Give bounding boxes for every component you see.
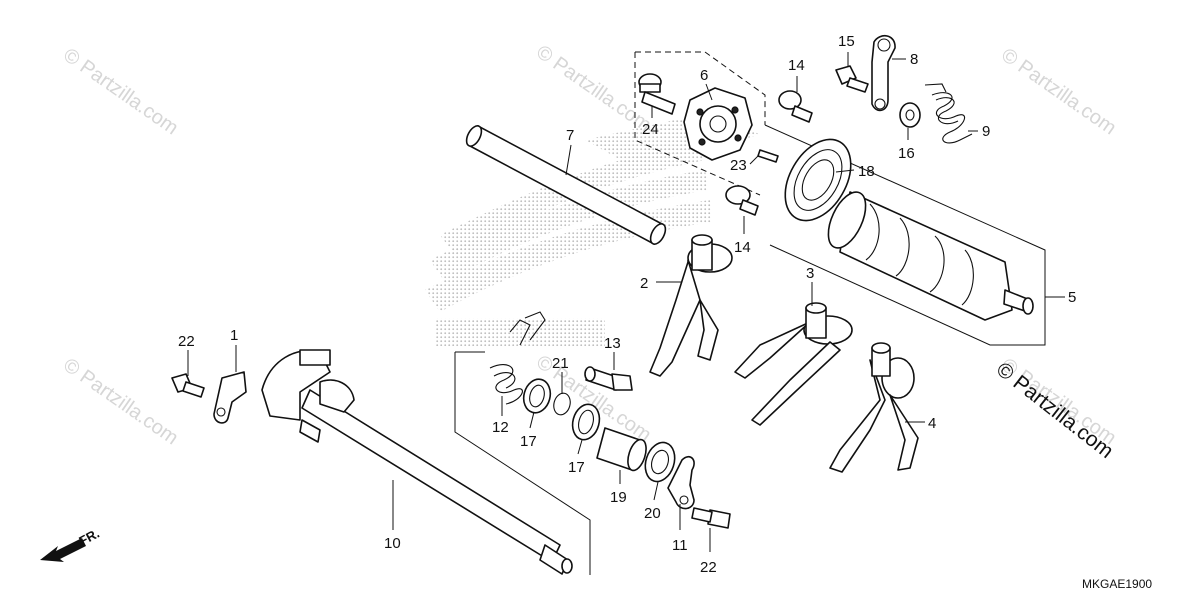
callout-23: 23 bbox=[730, 157, 747, 174]
callout-4: 4 bbox=[928, 415, 936, 432]
bolt-part-22-right bbox=[691, 507, 731, 529]
needle-bearing-part-19 bbox=[596, 427, 647, 472]
callout-3: 3 bbox=[806, 265, 814, 282]
callout-11: 11 bbox=[672, 537, 688, 554]
shift-drum-part-5 bbox=[827, 191, 1034, 321]
pin-part-23 bbox=[757, 149, 779, 163]
gearshift-spindle-part-10 bbox=[261, 349, 573, 575]
watermark: © Partzilla.com bbox=[59, 44, 182, 139]
spring-part-12 bbox=[489, 311, 546, 405]
watermark: © Partzilla.com bbox=[997, 44, 1120, 139]
copyright-text: © Partzilla.com bbox=[992, 358, 1118, 463]
fork-shaft-part-7 bbox=[465, 125, 667, 245]
callout-labels: 1 2 3 4 5 6 7 8 9 10 11 12 13 14 14 15 1… bbox=[178, 33, 1076, 576]
diagram-code: MKGAE1900 bbox=[1082, 577, 1152, 591]
collar-bolt-part-13 bbox=[584, 366, 633, 391]
bolt-part-14-upper bbox=[778, 90, 813, 123]
bolt-part-24 bbox=[638, 73, 676, 115]
callout-16: 16 bbox=[898, 145, 915, 162]
bolt-part-14-lower bbox=[725, 185, 759, 216]
stopper-arm-part-8 bbox=[871, 35, 896, 112]
leader-lines bbox=[187, 52, 1065, 552]
shift-fork-part-4 bbox=[829, 342, 919, 473]
callout-10: 10 bbox=[384, 535, 401, 552]
drum-plate-part-6 bbox=[683, 87, 753, 161]
callout-7: 7 bbox=[566, 127, 574, 144]
bearing-part-18 bbox=[784, 138, 852, 222]
callout-20: 20 bbox=[644, 505, 661, 522]
circlip-part-21 bbox=[553, 392, 571, 416]
watermark: © Partzilla.com bbox=[59, 354, 182, 449]
callout-9: 9 bbox=[982, 123, 990, 140]
oil-seal-part-20 bbox=[644, 441, 676, 483]
callout-17-upper: 17 bbox=[520, 433, 537, 450]
callout-18: 18 bbox=[858, 163, 875, 180]
spring-part-9 bbox=[924, 83, 973, 144]
callout-15: 15 bbox=[838, 33, 855, 50]
callout-17-lower: 17 bbox=[568, 459, 585, 476]
callout-1: 1 bbox=[230, 327, 238, 344]
callout-22-left: 22 bbox=[178, 333, 195, 350]
callout-13: 13 bbox=[604, 335, 621, 352]
washer-part-17-upper bbox=[522, 378, 552, 414]
callout-2: 2 bbox=[640, 275, 648, 292]
callout-14-upper: 14 bbox=[788, 57, 805, 74]
callout-8: 8 bbox=[910, 51, 918, 68]
callout-6: 6 bbox=[700, 67, 708, 84]
callout-5: 5 bbox=[1068, 289, 1076, 306]
bolt-part-15 bbox=[835, 65, 869, 93]
callout-21: 21 bbox=[552, 355, 569, 372]
callout-12: 12 bbox=[492, 419, 509, 436]
callout-24: 24 bbox=[642, 121, 659, 138]
callout-14-lower: 14 bbox=[734, 239, 751, 256]
assembly-frame-upper bbox=[634, 51, 1046, 346]
front-direction-arrow: FR. bbox=[40, 526, 102, 562]
arrow-icon bbox=[40, 538, 86, 562]
assembly-frame-lower bbox=[454, 351, 591, 575]
watermark: © Partzilla.com bbox=[532, 41, 655, 136]
plate-part-11 bbox=[667, 455, 695, 510]
shift-fork-part-2 bbox=[649, 234, 733, 377]
plate-part-1 bbox=[213, 371, 247, 424]
callout-19: 19 bbox=[610, 489, 627, 506]
washer-part-17-lower bbox=[571, 403, 601, 441]
callout-22-right: 22 bbox=[700, 559, 717, 576]
shift-fork-part-3 bbox=[734, 302, 853, 426]
bolt-part-22-left bbox=[171, 373, 205, 398]
washer-part-16 bbox=[899, 102, 921, 128]
